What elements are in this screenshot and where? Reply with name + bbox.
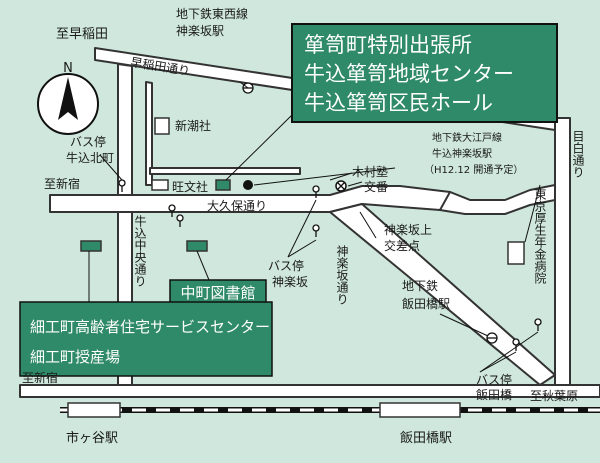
obunsha-building — [151, 179, 169, 191]
hospital-building — [507, 241, 525, 265]
label-bus-iidabashi-1: バス停 — [476, 372, 512, 387]
label-to-shinjuku-upper: 至新宿 — [44, 176, 80, 191]
subway-iidabashi-icon — [486, 332, 498, 344]
label-bus-iidabashi-2: 飯田橋 — [476, 387, 512, 402]
tansu-office-marker — [215, 179, 231, 191]
label-kagurazaka-dori: 神楽坂通り — [335, 245, 349, 305]
label-okubo-dori: 大久保通り — [207, 199, 267, 213]
label-bus-kagurazaka-2: 神楽坂 — [272, 275, 308, 289]
label-kagurazaka-ue-2: 交差点 — [384, 238, 420, 253]
label-shinchosha: 新潮社 — [175, 118, 211, 133]
label-tokyo-kosei: 東京厚生年金病院 — [533, 188, 547, 284]
label-ushigome-chuo-dori: 牛込中央通り — [133, 214, 147, 287]
ichigaya-station-building — [67, 402, 121, 418]
label-to-waseda: 至早稲田 — [56, 27, 108, 42]
title-line3: 牛込箪笥区民ホール — [304, 91, 493, 115]
okubo-east-road — [439, 184, 556, 215]
label-ichigaya-station: 市ヶ谷駅 — [66, 430, 118, 446]
sotobori-dori-road — [19, 384, 600, 398]
library-label: 中町図書館 — [180, 284, 255, 302]
label-ushigome-kagurazaka-station: 牛込神楽坂駅 — [432, 147, 492, 160]
senior-center-marker — [80, 240, 102, 252]
label-oedo-line: 地下鉄大江戸線 — [432, 131, 502, 144]
label-tozai-line: 地下鉄東西線 — [176, 6, 248, 21]
iidabashi-station-building — [379, 402, 461, 418]
title-box: 箪笥町特別出張所 牛込箪笥地域センター 牛込箪笥区民ホール — [291, 23, 558, 123]
oedo-station-marker — [243, 180, 253, 190]
label-to-shinjuku-lower: 至新宿 — [22, 370, 58, 385]
label-bus-kagurazaka-1: バス停 — [268, 258, 304, 273]
label-bus-kitamachi-2: 牛込北町 — [66, 150, 114, 165]
label-oedo-opening: （H12.12 開通予定） — [424, 163, 523, 176]
title-line1: 箪笥町特別出張所 — [304, 33, 472, 57]
label-koban: 交番 — [364, 179, 388, 194]
bus-stop-icon — [512, 338, 520, 351]
obunsha-lane-road — [149, 167, 301, 175]
bus-stop-icon — [312, 185, 320, 198]
compass-north-label: N — [63, 61, 73, 76]
bus-stop-icon — [168, 204, 176, 217]
bus-stop-icon — [176, 214, 184, 227]
bus-stop-icon — [312, 224, 320, 237]
label-to-akihabara: 至秋葉原 — [530, 389, 578, 403]
shinchosha-building — [154, 117, 170, 135]
mejiro-dori-road — [554, 117, 571, 386]
label-kagurazaka-ue-1: 神楽坂上 — [384, 223, 432, 237]
label-subway-iidabashi-2: 飯田橋駅 — [402, 296, 450, 311]
label-iidabashi-station: 飯田橋駅 — [400, 431, 452, 446]
label-obunsha: 旺文社 — [172, 179, 208, 194]
senior-center-line2: 細工町授産場 — [30, 348, 120, 366]
library-box: 中町図書館 — [169, 279, 267, 305]
library-marker — [186, 240, 208, 252]
label-bus-kitamachi-1: バス停 — [70, 134, 106, 149]
label-mejiro-dori: 目白通り — [571, 130, 585, 178]
bus-stop-icon — [534, 318, 542, 331]
compass: N — [37, 61, 99, 135]
title-line2: 牛込箪笥地域センター — [304, 62, 514, 86]
leader-lines — [88, 81, 541, 373]
label-subway-iidabashi-1: 地下鉄 — [402, 278, 438, 293]
label-kimura-juku: 木村塾 — [352, 164, 388, 179]
label-kagurazaka-station: 神楽坂駅 — [176, 24, 224, 38]
senior-center-line1: 細工町高齢者住宅サービスセンター — [30, 318, 270, 336]
senior-center-box: 細工町高齢者住宅サービスセンター 細工町授産場 — [19, 301, 273, 377]
